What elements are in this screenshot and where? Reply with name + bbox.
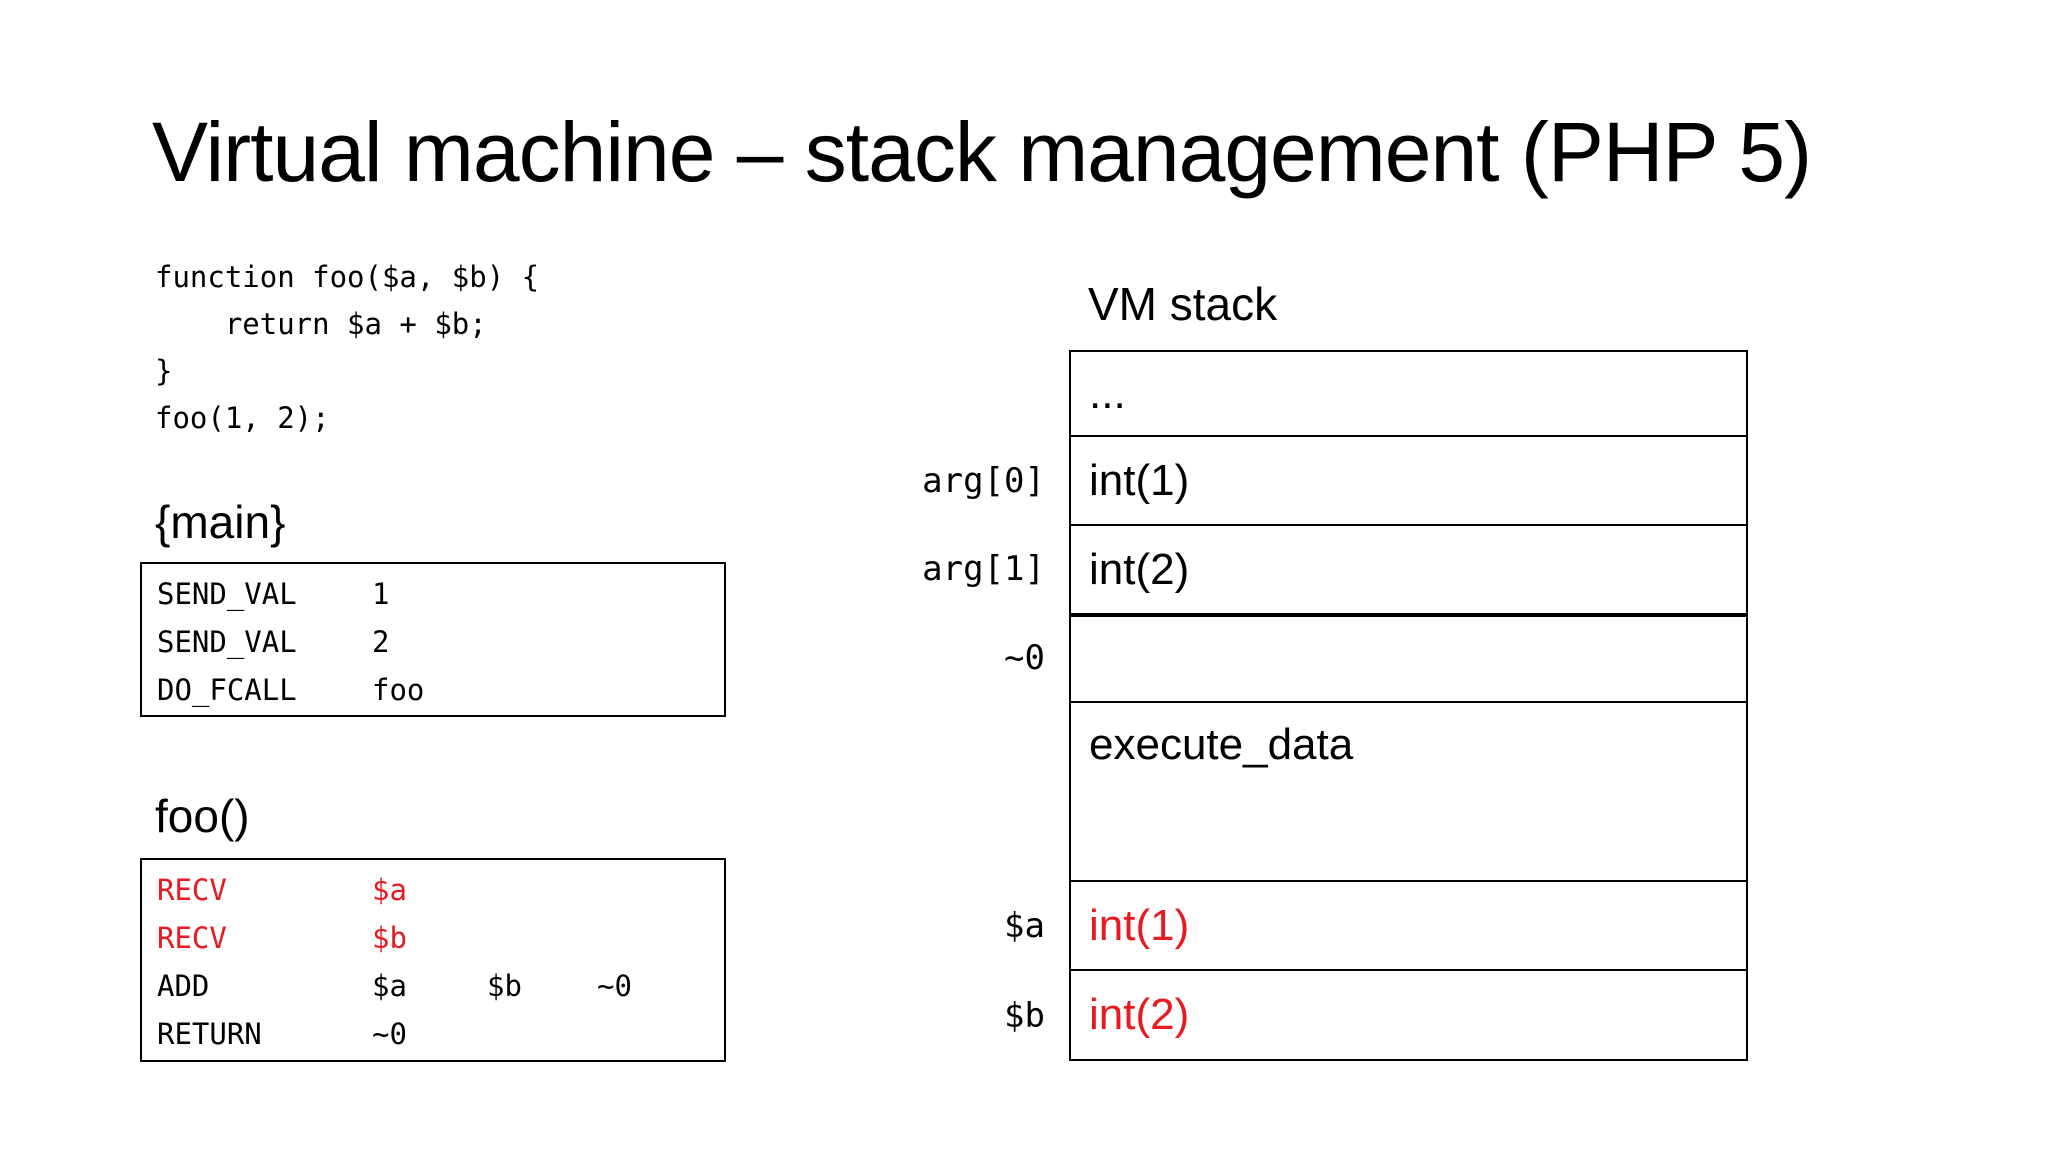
opcode-name: RECV	[157, 921, 227, 955]
opcode-operand: foo	[372, 673, 425, 707]
opcode-operand: $a	[372, 969, 407, 1003]
stack-cell-value: execute_data	[1089, 720, 1354, 769]
code-line: function foo($a, $b) {	[155, 260, 540, 294]
stack-cell-value: int(1)	[1089, 455, 1190, 505]
opcode-operand: ~0	[597, 969, 632, 1003]
opcode-operand: $b	[372, 921, 407, 955]
code-line: foo(1, 2);	[155, 401, 330, 435]
opcode-row: DO_FCALL foo	[142, 666, 724, 714]
foo-opcode-box: RECV $a RECV $b ADD $a $b ~0 RETURN ~0	[140, 858, 726, 1062]
opcode-operand: $a	[372, 873, 407, 907]
stack-row-label: $b	[1004, 996, 1045, 1036]
opcode-operand: $b	[487, 969, 522, 1003]
opcode-name: ADD	[157, 969, 210, 1003]
stack-row: execute_data	[1071, 703, 1746, 882]
vm-stack-box: ... int(1) int(2) execute_data int(1) in…	[1069, 350, 1748, 1061]
slide-title: Virtual machine – stack management (PHP …	[152, 105, 1812, 199]
main-opcode-box: SEND_VAL 1 SEND_VAL 2 DO_FCALL foo	[140, 562, 726, 717]
opcode-row: RECV $a	[142, 866, 724, 914]
opcode-name: RETURN	[157, 1017, 262, 1051]
code-line: return $a + $b;	[155, 307, 487, 341]
opcode-row: RETURN ~0	[142, 1010, 724, 1058]
php-code-block: function foo($a, $b) { return $a + $b; }…	[155, 254, 539, 442]
opcode-name: SEND_VAL	[157, 577, 297, 611]
opcode-operand: 2	[372, 625, 390, 659]
stack-cell-value: int(2)	[1089, 544, 1190, 594]
stack-cell-value: ...	[1089, 368, 1126, 418]
opcode-name: RECV	[157, 873, 227, 907]
stack-cell-value: int(2)	[1089, 990, 1190, 1039]
stack-row: int(2)	[1071, 971, 1746, 1059]
stack-row-label: $a	[1004, 906, 1045, 946]
opcode-name: DO_FCALL	[157, 673, 297, 707]
stack-row: int(1)	[1071, 437, 1746, 526]
stack-row-label: arg[1]	[922, 549, 1045, 589]
opcode-row: RECV $b	[142, 914, 724, 962]
opcode-row: ADD $a $b ~0	[142, 962, 724, 1010]
stack-row: int(2)	[1071, 526, 1746, 613]
stack-row	[1071, 613, 1746, 703]
stack-row-label: arg[0]	[922, 461, 1045, 501]
opcode-operand: 1	[372, 577, 390, 611]
stack-row-label: ~0	[1004, 638, 1045, 678]
main-heading: {main}	[155, 496, 286, 548]
foo-heading: foo()	[155, 790, 250, 842]
opcode-row: SEND_VAL 1	[142, 570, 724, 618]
stack-row: ...	[1071, 352, 1746, 437]
vm-stack-heading: VM stack	[1088, 278, 1278, 330]
stack-cell-value: int(1)	[1089, 900, 1190, 950]
stack-row: int(1)	[1071, 882, 1746, 971]
code-line: }	[155, 354, 173, 388]
opcode-operand: ~0	[372, 1017, 407, 1051]
opcode-name: SEND_VAL	[157, 625, 297, 659]
opcode-row: SEND_VAL 2	[142, 618, 724, 666]
